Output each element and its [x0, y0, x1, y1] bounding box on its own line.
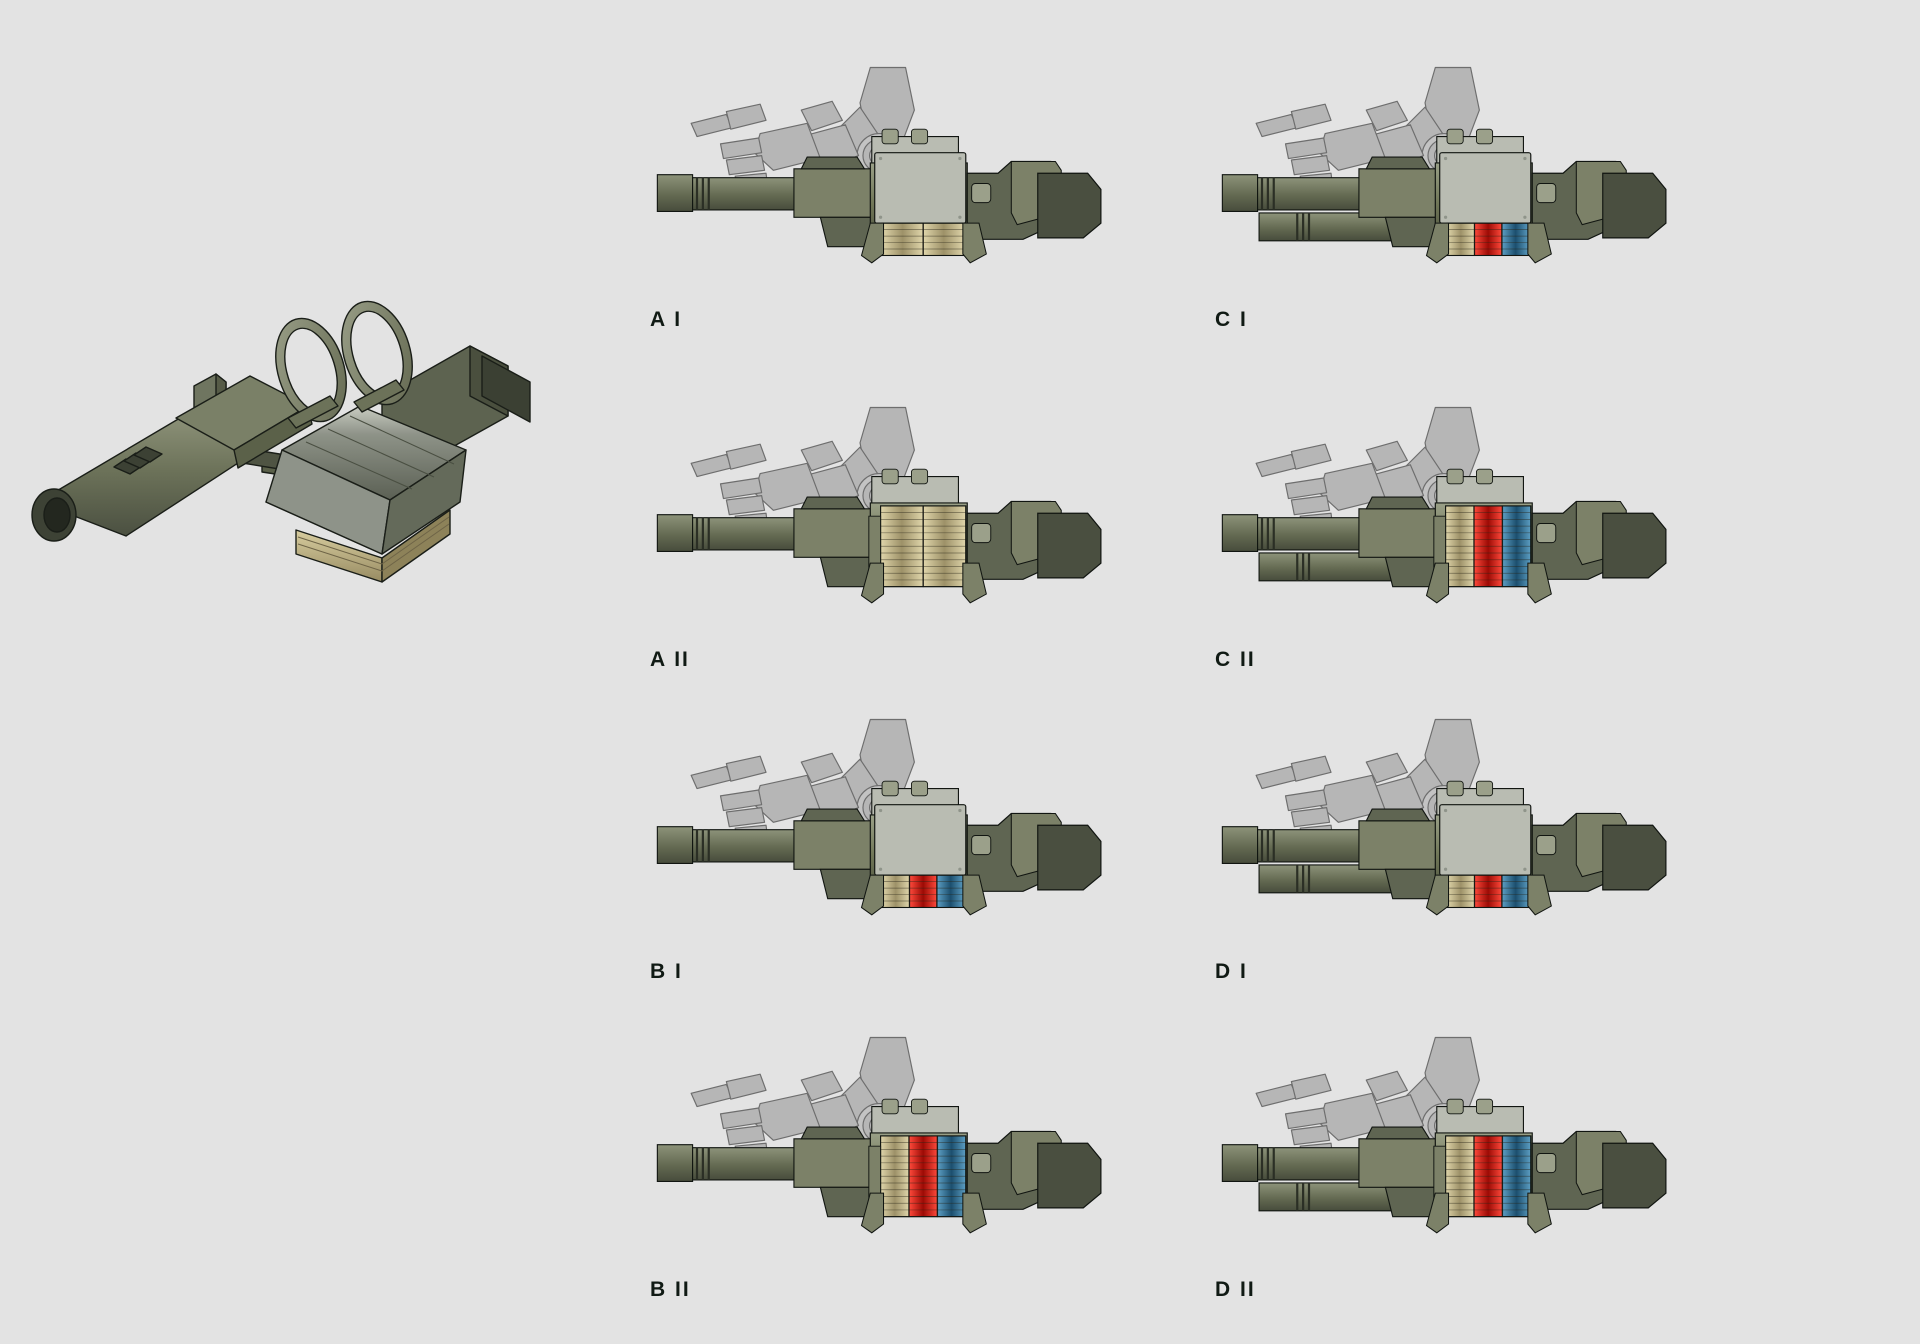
variant-label: D II	[1215, 1278, 1256, 1301]
variant-art-b-i	[650, 692, 1120, 957]
variant-art-c-ii	[1215, 380, 1685, 645]
variant-cell-c-i[interactable]: C I	[1215, 40, 1685, 350]
variant-cell-b-ii[interactable]: B II	[650, 1010, 1120, 1320]
variant-cell-c-ii[interactable]: C II	[1215, 380, 1685, 690]
variant-label: C II	[1215, 648, 1256, 671]
variant-art-c-i	[1215, 40, 1685, 305]
variant-art-d-i	[1215, 692, 1685, 957]
variant-art-b-ii	[650, 1010, 1120, 1275]
variant-label: D I	[1215, 960, 1248, 983]
variant-label: B I	[650, 960, 683, 983]
variant-label: C I	[1215, 308, 1248, 331]
variant-cell-b-i[interactable]: B I	[650, 692, 1120, 1002]
variant-label: B II	[650, 1278, 691, 1301]
variant-cell-a-ii[interactable]: A II	[650, 380, 1120, 690]
variant-cell-d-i[interactable]: D I	[1215, 692, 1685, 1002]
variant-cell-a-i[interactable]: A I	[650, 40, 1120, 350]
variant-cell-d-ii[interactable]: D II	[1215, 1010, 1685, 1320]
variant-label: A II	[650, 648, 690, 671]
hero-weapon-render	[30, 210, 590, 583]
variant-art-a-ii	[650, 380, 1120, 645]
variant-art-a-i	[650, 40, 1120, 305]
variant-art-d-ii	[1215, 1010, 1685, 1275]
variant-label: A I	[650, 308, 683, 331]
